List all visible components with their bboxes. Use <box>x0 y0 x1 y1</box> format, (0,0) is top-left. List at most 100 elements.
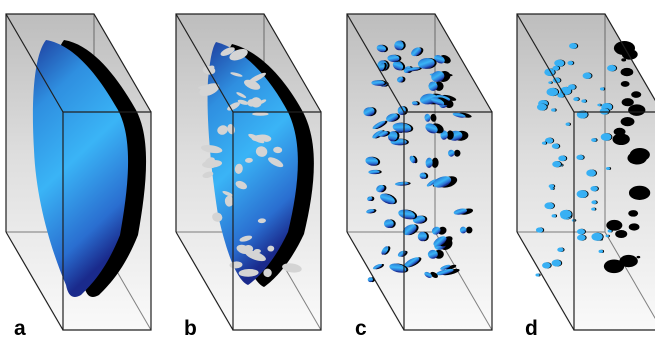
sheet-hole <box>282 263 302 273</box>
fragment-shadow <box>430 271 438 278</box>
droplet <box>535 227 544 233</box>
droplet-shadow <box>619 254 638 268</box>
fragment <box>378 131 388 137</box>
fragment <box>417 231 427 242</box>
panel-b: b <box>175 13 322 339</box>
fragment <box>368 169 380 175</box>
fragment <box>365 156 379 166</box>
sheet-hole <box>244 79 261 90</box>
sheet-hole <box>245 250 266 262</box>
panel-label-c: c <box>355 317 367 339</box>
fragment <box>433 176 452 188</box>
sheet-hole <box>253 249 261 254</box>
sheet-hole <box>273 146 283 154</box>
fragment <box>404 67 420 72</box>
panel-label-a: a <box>14 317 26 339</box>
droplet <box>567 60 574 66</box>
box-front-edges <box>346 13 493 331</box>
droplet <box>582 72 592 79</box>
fluid-body <box>198 42 314 287</box>
fragment <box>453 208 468 215</box>
panel-label-d: d <box>525 317 538 339</box>
fragment <box>433 236 447 247</box>
fragment <box>411 101 418 106</box>
fragment <box>402 224 417 236</box>
fragment <box>371 80 385 86</box>
fragment <box>424 271 432 278</box>
droplet <box>590 186 598 192</box>
fragment-shadow <box>465 226 473 234</box>
fragment <box>428 81 438 91</box>
box-front-edges <box>5 13 152 331</box>
droplet <box>576 110 588 119</box>
fragment <box>398 209 416 220</box>
fragment-shadow <box>446 264 457 270</box>
droplet-shadow <box>628 223 640 231</box>
droplet <box>569 42 578 49</box>
droplet <box>544 202 554 210</box>
sheet-hole <box>257 218 266 224</box>
droplet <box>597 103 601 107</box>
box-front-edges <box>516 13 655 331</box>
sheet-hole <box>268 157 284 168</box>
fragment <box>431 71 445 82</box>
sheet-hole <box>205 157 215 166</box>
fluid-body <box>363 40 474 283</box>
droplet <box>557 247 564 252</box>
sheet-hole <box>235 180 247 190</box>
droplet <box>544 137 554 144</box>
fragment <box>383 219 394 229</box>
fluid-sheet <box>207 42 298 285</box>
sheet-hole <box>220 47 235 56</box>
droplet <box>577 234 586 241</box>
fluid-sheet <box>32 40 129 297</box>
droplet <box>551 108 556 112</box>
sheet-hole <box>245 157 253 163</box>
droplet-shadow <box>615 229 628 239</box>
sheet-hole <box>224 195 234 207</box>
fragment <box>427 249 438 259</box>
fragment <box>417 58 435 69</box>
droplet <box>548 184 555 189</box>
droplet <box>567 84 576 90</box>
droplet <box>600 133 612 141</box>
droplet <box>599 87 605 91</box>
fragment <box>389 263 407 273</box>
panel-c: c <box>346 13 493 339</box>
droplet <box>565 122 570 126</box>
droplet <box>551 259 562 267</box>
droplet-shadow <box>628 104 646 116</box>
fragment <box>425 157 433 168</box>
fragment <box>381 246 389 255</box>
droplet-shadow <box>621 58 627 62</box>
droplet <box>576 154 584 160</box>
droplet-shadow <box>612 133 630 146</box>
fragment <box>367 277 374 283</box>
droplet-shadow <box>620 67 634 77</box>
droplet-shadow <box>620 116 635 127</box>
droplet <box>548 81 552 84</box>
droplet <box>586 169 597 177</box>
droplet <box>576 190 588 198</box>
box-back-edges <box>517 14 655 319</box>
droplet-shadow <box>621 98 634 107</box>
fragment <box>425 123 438 134</box>
sheet-hole <box>212 212 223 222</box>
droplet <box>546 87 559 97</box>
fragment <box>440 130 448 140</box>
droplet <box>576 228 586 235</box>
droplet <box>607 64 617 72</box>
fragment <box>379 193 395 205</box>
droplet-shadow <box>613 127 626 136</box>
sheet-hole <box>200 145 223 154</box>
fragment <box>436 94 451 101</box>
fragment <box>394 40 404 51</box>
fragment <box>387 131 398 142</box>
fluid-body <box>32 40 147 297</box>
sheet-hole <box>250 97 262 108</box>
fragment-shadow <box>431 157 439 168</box>
fragment <box>392 61 404 71</box>
fragment <box>434 55 445 64</box>
fragment <box>436 268 454 276</box>
fragment <box>376 44 387 53</box>
